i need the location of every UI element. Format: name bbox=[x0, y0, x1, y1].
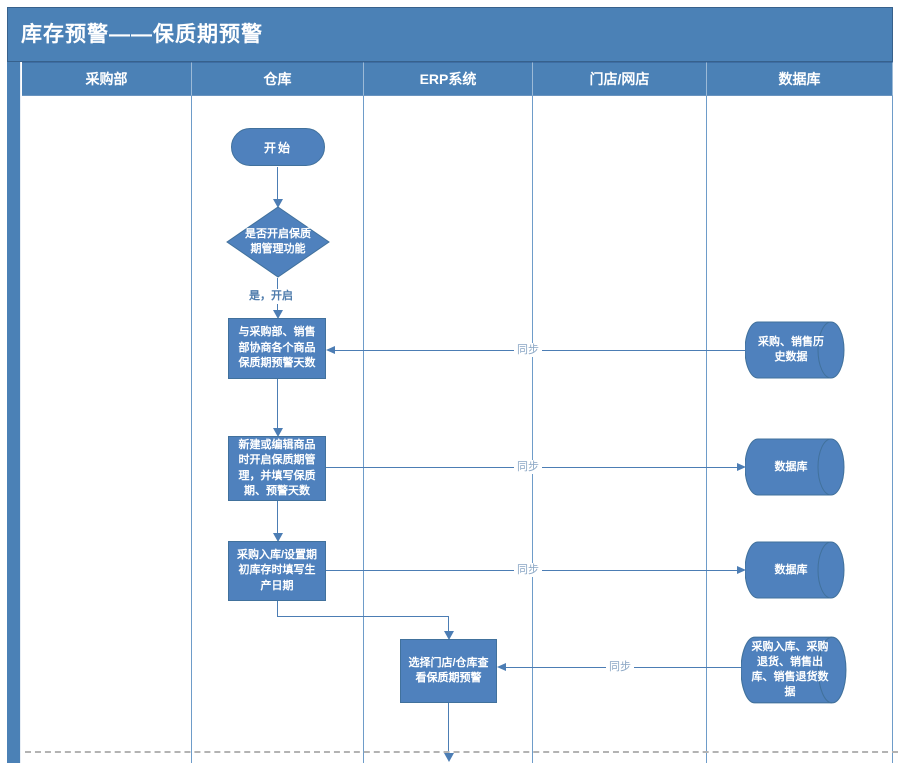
lane-header-erp: ERP系统 bbox=[364, 62, 533, 96]
arrowhead-down-icon bbox=[273, 310, 283, 319]
step-inbound-box: 采购入库/设置期初库存时填写生产日期 bbox=[228, 541, 326, 601]
lane-divider bbox=[706, 96, 707, 763]
cylinder-shape bbox=[745, 438, 845, 496]
datastore-db2-label: 数据库 bbox=[774, 563, 808, 576]
connector-step3-elbow-h bbox=[277, 616, 449, 617]
connector-step2-step3 bbox=[277, 501, 278, 533]
step-create-box: 新建或编辑商品时开启保质期管理，并填写保质期、预警天数 bbox=[228, 436, 326, 501]
arrowhead-down-icon bbox=[273, 533, 283, 542]
cylinder-shape bbox=[745, 321, 845, 379]
arrowhead-left-icon bbox=[326, 346, 335, 354]
sync-label-3: 同步 bbox=[514, 563, 542, 577]
lane-header-store: 门店/网店 bbox=[533, 62, 707, 96]
datastore-db1: 数据库 bbox=[745, 438, 845, 496]
connector-step3-elbow-v1 bbox=[277, 601, 278, 617]
pool-title-bar bbox=[7, 62, 21, 763]
datastore-movements-label: 采购入库、采购退货、销售出库、销售退货数据 bbox=[751, 641, 829, 698]
connector-step1-step2 bbox=[277, 379, 278, 428]
diagram-title: 库存预警——保质期预警 bbox=[7, 7, 893, 62]
connector-start-decision bbox=[277, 167, 278, 199]
step-negotiate-box: 与采购部、销售部协商各个商品保质期预警天数 bbox=[228, 318, 326, 379]
start-node: 开始 bbox=[231, 128, 325, 166]
datastore-db2: 数据库 bbox=[745, 541, 845, 599]
lane-header-warehouse: 仓库 bbox=[192, 62, 364, 96]
datastore-movements: 采购入库、采购退货、销售出库、销售退货数据 bbox=[741, 636, 847, 704]
cylinder-shape bbox=[745, 541, 845, 599]
decision-node: 是否开启保质期管理功能 bbox=[226, 206, 330, 278]
connector-step4-offpage bbox=[448, 703, 449, 753]
lane-divider bbox=[191, 96, 192, 763]
lane-divider bbox=[363, 96, 364, 763]
arrowhead-down-icon bbox=[444, 753, 454, 762]
lane-divider bbox=[532, 96, 533, 763]
sync-label-1: 同步 bbox=[514, 343, 542, 357]
arrowhead-left-icon bbox=[497, 663, 506, 671]
pool-right-border bbox=[892, 96, 893, 763]
arrowhead-down-icon bbox=[273, 199, 283, 208]
lane-header-database: 数据库 bbox=[707, 62, 893, 96]
diamond-shape bbox=[226, 206, 330, 278]
cylinder-shape bbox=[741, 636, 847, 704]
datastore-history: 采购、销售历史数据 bbox=[745, 321, 845, 379]
branch-yes-label: 是，开启 bbox=[247, 289, 295, 304]
step-view-box: 选择门店/仓库查看保质期预警 bbox=[400, 639, 497, 703]
decision-label: 是否开启保质期管理功能 bbox=[245, 228, 311, 255]
datastore-db1-label: 数据库 bbox=[774, 460, 808, 473]
datastore-history-label: 采购、销售历史数据 bbox=[758, 336, 824, 363]
arrowhead-down-icon bbox=[273, 428, 283, 437]
arrowhead-right-icon bbox=[737, 463, 746, 471]
arrowhead-down-icon bbox=[444, 631, 454, 640]
page-break-dashed-line bbox=[25, 751, 898, 753]
arrowhead-right-icon bbox=[737, 566, 746, 574]
connector-step3-elbow-v2 bbox=[448, 616, 449, 631]
sync-label-2: 同步 bbox=[514, 460, 542, 474]
lane-header-purchasing: 采购部 bbox=[22, 62, 192, 96]
sync-label-4: 同步 bbox=[606, 660, 634, 674]
